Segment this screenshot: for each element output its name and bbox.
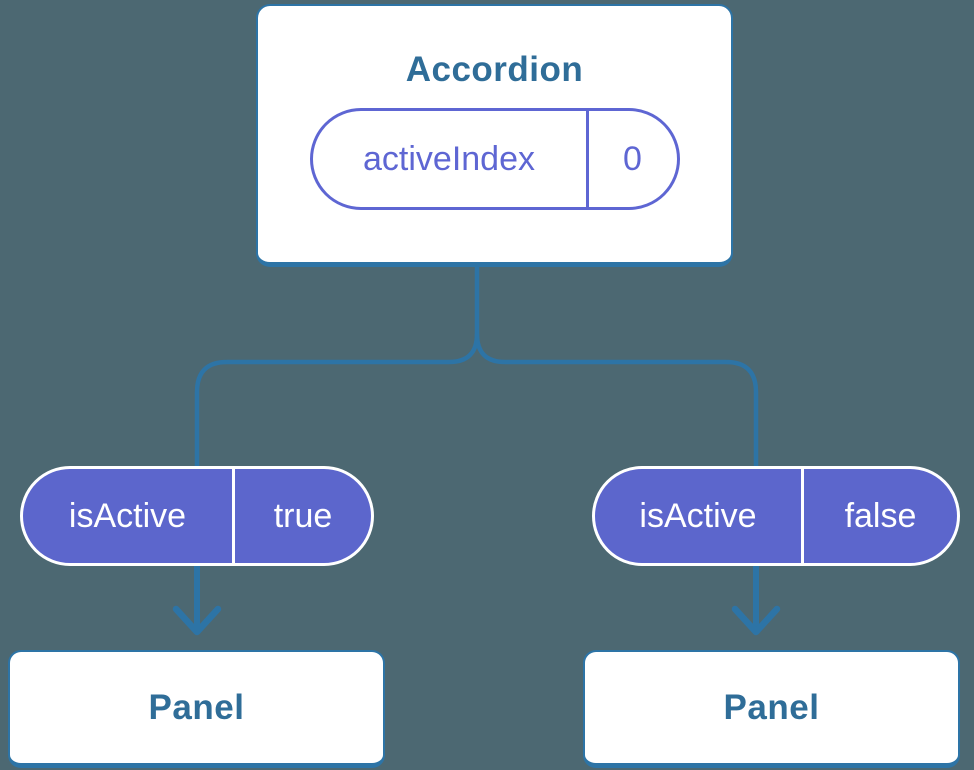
panel-node-right: Panel <box>583 650 960 768</box>
node-title: Panel <box>148 688 245 727</box>
arrow-down-icon <box>172 566 222 636</box>
state-pill: activeIndex 0 <box>309 108 680 210</box>
node-title: Panel <box>723 688 820 727</box>
prop-pill-is-active-false: isActive false <box>592 466 960 566</box>
state-name: activeIndex <box>363 140 535 178</box>
state-value: 0 <box>623 140 642 178</box>
connector-right-branch <box>474 333 759 470</box>
prop-pill-is-active-true: isActive true <box>20 466 374 566</box>
prop-name: isActive <box>68 497 187 535</box>
prop-value: false <box>844 497 917 535</box>
panel-node-left: Panel <box>8 650 385 768</box>
connector-left-branch <box>194 263 480 470</box>
prop-value: true <box>273 497 333 535</box>
pill-divider <box>232 469 235 563</box>
node-title: Accordion <box>405 50 584 89</box>
arrow-down-icon <box>731 566 781 636</box>
pill-divider <box>585 111 589 207</box>
pill-divider <box>801 469 804 563</box>
prop-name: isActive <box>639 497 757 535</box>
accordion-node: Accordion activeIndex 0 <box>256 4 733 267</box>
